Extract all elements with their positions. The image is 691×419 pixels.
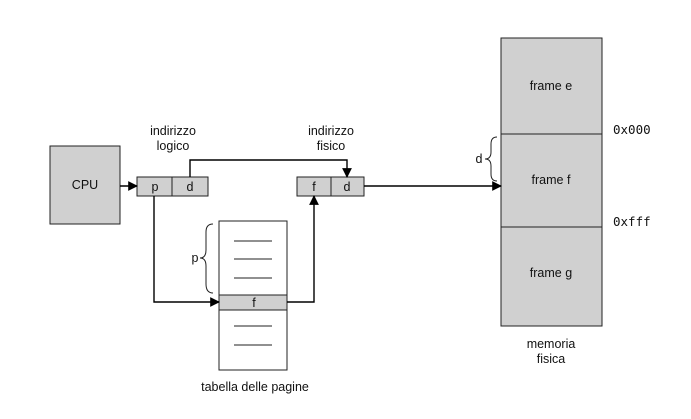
physical-address-caption-line1: indirizzo [308,124,354,138]
logical-offset-label: d [187,180,194,194]
frame-number-arrow [287,195,319,303]
logical-address: indirizzo logico p d [136,124,209,197]
cpu-box: CPU [49,145,121,225]
physical-offset-label: d [344,180,351,194]
page-table-caption: tabella delle pagine [201,380,309,394]
frame-e-label: frame e [530,79,572,93]
physical-memory: frame e frame f frame g 0x000 0xfff memo… [476,37,651,366]
cpu-label: CPU [72,178,98,192]
logical-address-caption-line2: logico [157,139,190,153]
physical-address-caption-line2: fisico [317,139,346,153]
address-start-label: 0x000 [613,122,651,137]
offset-copy-arrow [189,159,352,178]
page-table: f tabella delle pagine p [192,220,309,394]
memory-caption-line2: fisica [537,352,566,366]
physical-frame-label: f [312,180,316,194]
offset-brace-label: d [476,152,483,166]
page-table-entry-label: f [252,296,256,310]
offset-brace [484,136,498,182]
memory-caption-line1: memoria [527,337,576,351]
connections [120,159,502,307]
frame-f-label: frame f [532,173,571,187]
page-index-brace [199,223,214,294]
logical-page-label: p [152,180,159,194]
frame-g-label: frame g [530,266,572,280]
logical-address-caption-line1: indirizzo [150,124,196,138]
page-index-label: p [192,251,199,265]
address-end-label: 0xfff [613,214,651,229]
page-lookup-arrow [153,196,220,307]
